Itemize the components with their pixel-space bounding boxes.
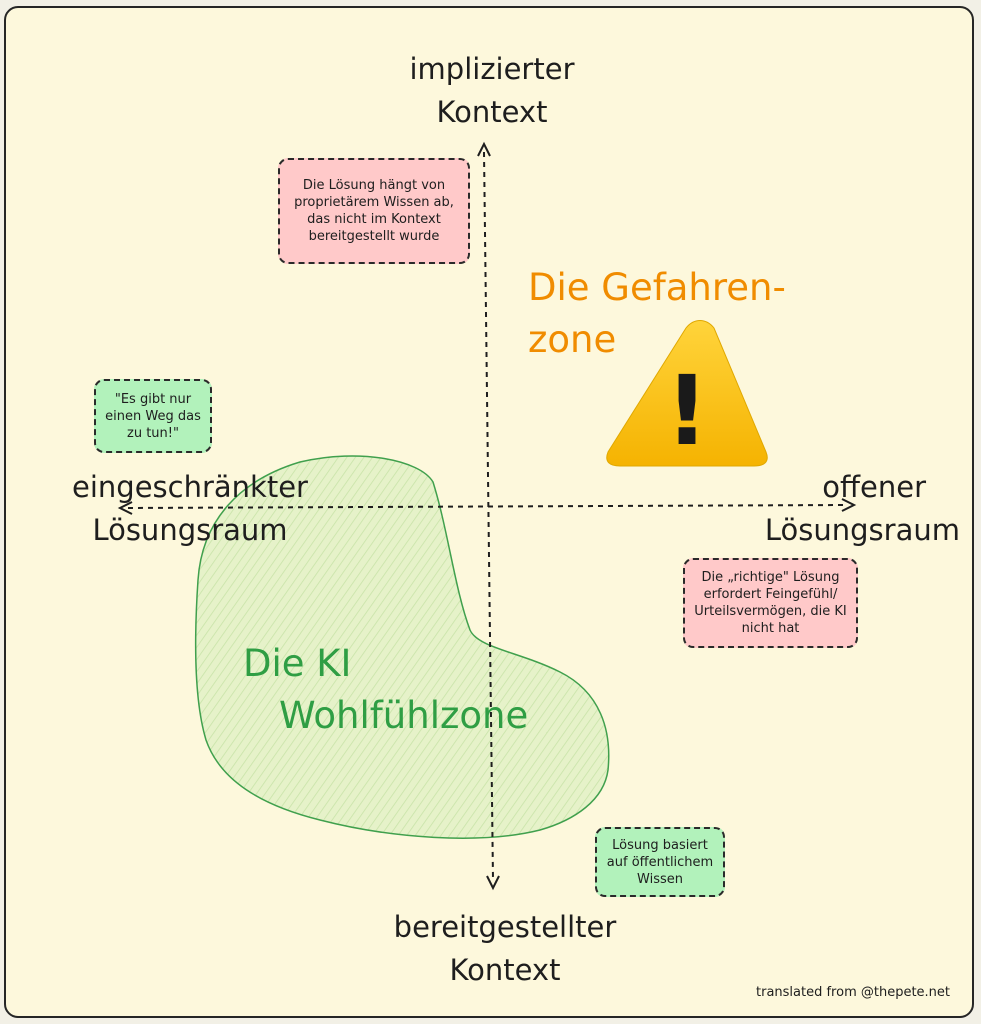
warning-icon: ! <box>606 320 768 467</box>
axis-label-top: implizierter Kontext <box>409 52 575 129</box>
axis-label-bottom: bereitgestellter Kontext <box>393 910 617 987</box>
axis-label-right: offener Lösungsraum <box>764 470 960 547</box>
svg-text:!: ! <box>665 355 709 467</box>
comfort-zone-shape <box>194 455 610 839</box>
arrow-down-head <box>486 875 500 891</box>
note-public-knowledge: Lösung basiert auf öffentlichem Wissen <box>595 827 725 897</box>
note-judgement-required: Die „richtige" Lösung erfordert Feingefü… <box>683 558 858 648</box>
note-only-one-way: "Es gibt nur einen Weg das zu tun!" <box>94 379 212 453</box>
credit-text: translated from @thepete.net <box>756 985 951 1000</box>
vertical-axis <box>483 151 494 881</box>
danger-zone-title: Die Gefahren- zone <box>528 266 786 361</box>
arrow-up-head <box>477 141 491 157</box>
axis-label-left: eingeschränkter Lösungsraum <box>72 470 308 547</box>
arrow-left-head <box>117 501 133 515</box>
note-proprietary-knowledge: Die Lösung hängt von proprietärem Wissen… <box>278 158 470 264</box>
arrow-right-head <box>841 498 857 512</box>
comfort-zone-title: Die KI Wohlfühlzone <box>243 642 529 737</box>
